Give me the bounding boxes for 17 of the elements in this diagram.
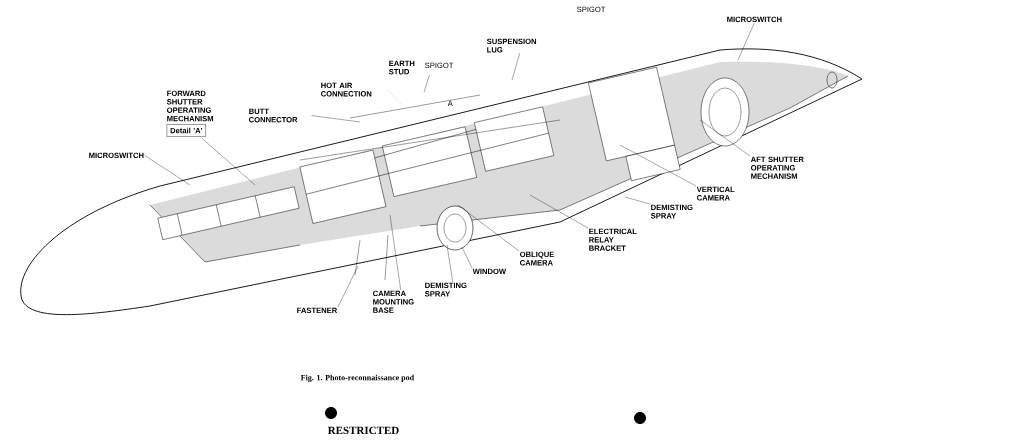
leader-line xyxy=(511,53,520,81)
figure-caption: Fig. 1. Photo-reconnaissance pod xyxy=(300,374,415,383)
leader-line xyxy=(529,194,589,229)
leader-line xyxy=(337,265,359,308)
leader-line xyxy=(737,22,755,61)
leader-line xyxy=(619,144,697,187)
leader-line xyxy=(461,246,473,269)
leader-line xyxy=(201,138,256,186)
classification-marking: RESTRICTED xyxy=(327,426,399,435)
leader-line xyxy=(457,204,520,252)
leader-line xyxy=(423,74,430,93)
leader-line xyxy=(389,214,401,291)
leader-line xyxy=(144,155,191,186)
leader-line xyxy=(446,244,453,283)
leader-line xyxy=(624,196,651,205)
leader-line xyxy=(311,115,361,123)
leader-line xyxy=(699,119,751,157)
